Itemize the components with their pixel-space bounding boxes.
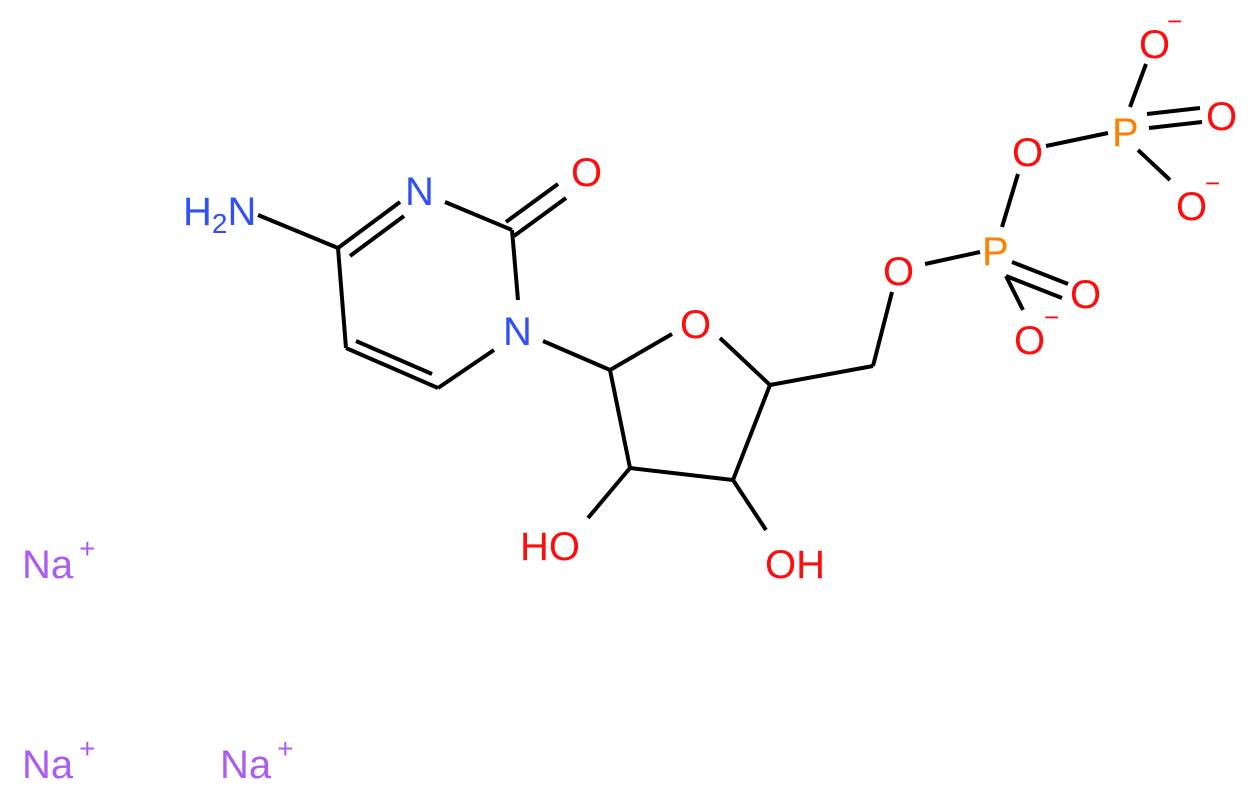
sodium-ion: Na+ [22,533,96,587]
bond-nh2-c4 [257,213,339,250]
bond-c2p-c1p [608,369,632,469]
atom-o-alpha-minus: O [1014,319,1045,363]
atom-o5: O [883,250,914,294]
bond-pa-odouble-b [1005,274,1063,300]
counterions: Na+ Na+ Na+ [22,533,294,787]
charge-o-beta-minus: − [1205,168,1220,198]
atom-n3: N [405,170,434,214]
bond-pa-odouble-a [1011,260,1069,286]
bond-c6-c5-inner [355,339,433,376]
bond-n1-c1p [542,339,611,372]
charge-o-alpha-minus: − [1044,302,1059,332]
atom-amino-group: H2N [183,190,256,239]
bond-pb-odouble-a [1146,106,1201,116]
charge-o-beta-top: − [1167,6,1182,36]
bond-c4-n3-inner [348,214,406,258]
atom-hydroxyl-2: HO [520,525,580,569]
bond-n1-c6 [436,348,496,390]
atom-hydroxyl-3: OH [765,543,825,587]
sodium-symbol: Na [220,743,272,787]
atom-o-beta-top: O [1139,23,1170,67]
bond-c3p-oh [731,478,768,532]
bond-pa-obridge [1000,173,1020,228]
atom-p-alpha: P [982,230,1009,274]
bond-o5-pa [924,250,981,266]
bond-c4-n3 [336,200,402,250]
amino-h-count: 2 [212,208,228,239]
bond-c2-o2-b [512,196,568,238]
sodium-charge: + [79,733,95,764]
atom-o2: O [571,151,602,195]
bond-c1p-oring [608,332,674,372]
atom-o-alpha-double: O [1070,273,1101,317]
bonds [257,63,1203,532]
atom-o-beta-double: O [1206,95,1237,139]
sodium-symbol: Na [22,543,74,587]
amino-h: H [183,190,212,234]
bond-c4p-c3p [731,384,772,481]
bond-c2-n1 [510,229,520,301]
bond-pb-otop [1128,63,1148,108]
bond-obridge-pb [1045,131,1109,148]
atom-ring-oxygen: O [680,303,711,347]
atom-n1: N [503,310,532,354]
sodium-ion: Na+ [220,733,294,787]
bond-c6-c5 [345,346,439,390]
sodium-symbol: Na [22,743,74,787]
sodium-charge: + [79,533,95,564]
bond-oring-c4p [718,336,772,387]
bond-c5p-o5 [871,291,894,367]
bond-c3p-c2p [629,466,734,482]
sodium-charge: + [277,733,293,764]
bond-c2p-oh [586,466,632,520]
bond-c5-c4 [336,247,348,349]
atom-labels: H2N N O N O HO OH O P O O − O P O − O O … [183,6,1237,587]
atom-p-beta: P [1112,111,1139,155]
atom-o-bridge: O [1012,131,1043,175]
bond-c2-o2-a [504,182,560,224]
bond-pa-ominus [1004,275,1025,311]
sodium-ion: Na+ [22,733,96,787]
bond-pb-odouble-b [1148,120,1203,130]
amino-n: N [227,190,256,234]
bond-c4p-c5p [769,364,874,387]
atom-o-beta-minus: O [1176,185,1207,229]
bond-pb-ominus [1136,148,1172,182]
bond-n3-c2 [444,200,513,232]
